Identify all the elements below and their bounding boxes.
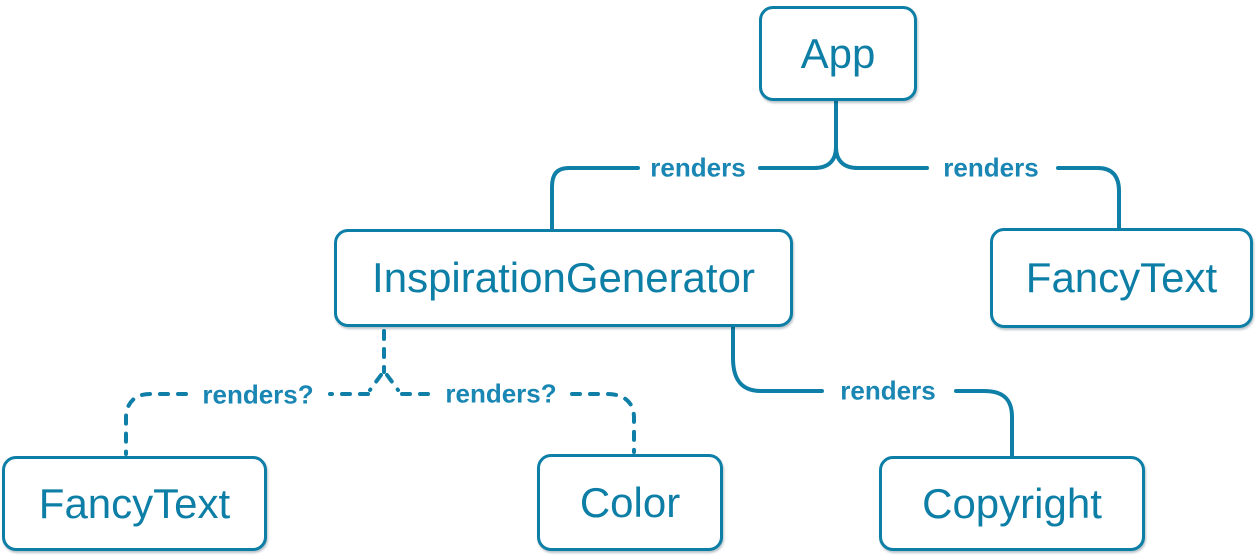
node-app-label: App xyxy=(800,29,876,77)
node-inspiration-generator: InspirationGenerator xyxy=(334,229,793,327)
edge-dashed-junction-right xyxy=(385,373,400,392)
node-copyright: Copyright xyxy=(879,456,1145,551)
edge-dashed-junction-left xyxy=(368,373,383,392)
edge-label-app-fancytext: renders xyxy=(940,152,1042,184)
edge-label-inspiration-copyright: renders xyxy=(837,375,939,407)
edge-app-to-fancytext-right xyxy=(1056,166,1121,230)
node-fancy-text-top: FancyText xyxy=(990,228,1253,328)
edge-inspiration-to-copyright-right xyxy=(954,389,1014,458)
edge-app-to-inspiration-right xyxy=(550,166,640,231)
edge-inspiration-to-fancytext-left-seg xyxy=(124,392,188,456)
node-inspiration-generator-label: InspirationGenerator xyxy=(372,254,755,301)
edge-label-app-inspiration: renders xyxy=(647,152,749,184)
node-copyright-label: Copyright xyxy=(922,479,1102,527)
edge-app-to-inspiration-left xyxy=(758,145,838,170)
edge-inspiration-to-copyright-left xyxy=(731,325,824,393)
edge-label-inspiration-fancytext: renders? xyxy=(199,379,317,411)
node-fancy-text-top-label: FancyText xyxy=(1025,254,1218,301)
edge-label-inspiration-color: renders? xyxy=(442,378,560,410)
edge-inspiration-to-color-right-seg xyxy=(570,392,636,454)
node-color-label: Color xyxy=(579,478,681,526)
node-fancy-text-bottom: FancyText xyxy=(2,456,267,551)
node-color: Color xyxy=(537,454,723,551)
edge-app-to-fancytext-left xyxy=(834,145,929,170)
node-fancy-text-bottom-label: FancyText xyxy=(38,479,231,527)
node-app: App xyxy=(759,6,917,101)
